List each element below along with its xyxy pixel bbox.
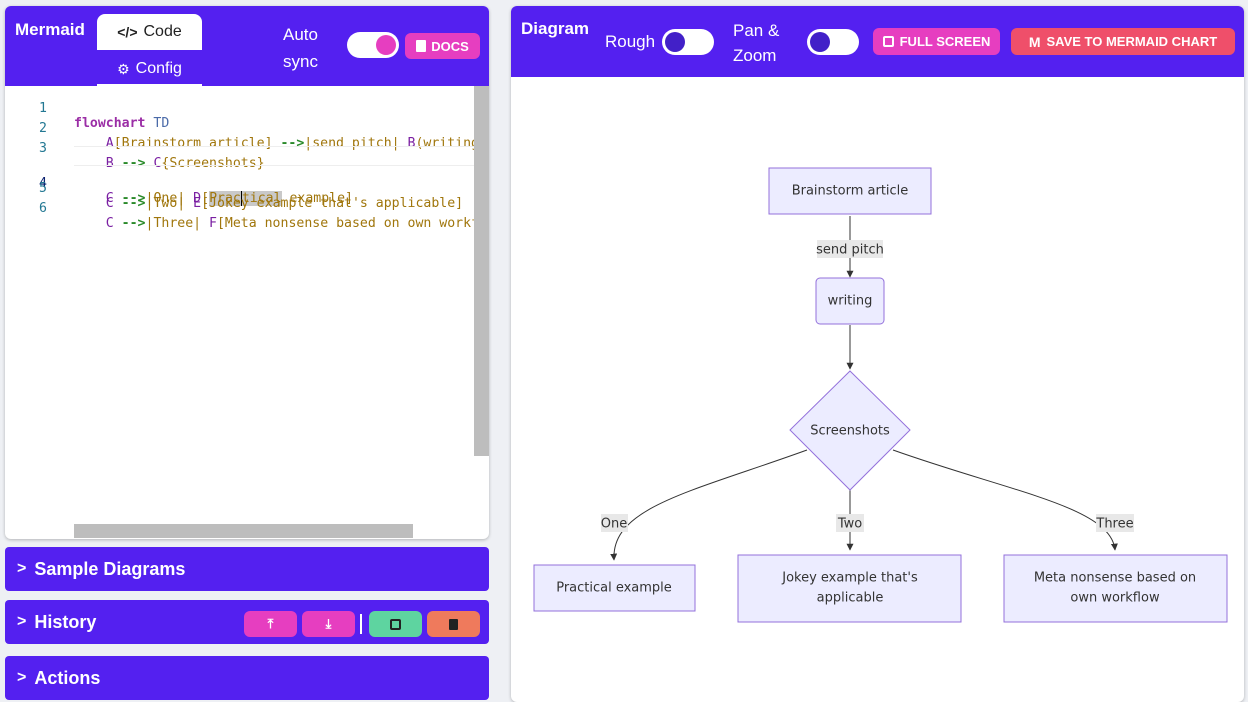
code-editor[interactable]: 1 flowchart TD 2 A[Brainstorm article] -… [5, 86, 489, 539]
rough-label: Rough [605, 32, 656, 51]
code-text: C -->|Three| F[Meta nonsense based on ow… [105, 216, 487, 231]
editor-header: Mermaid </> Code ⚙ Config Auto sync DOCS [5, 6, 489, 86]
tab-config-label: Config [135, 60, 182, 77]
edge-c-d [610, 449, 808, 561]
vertical-scrollbar[interactable] [474, 86, 489, 456]
edge-label-send-pitch: send pitch [816, 240, 884, 258]
trash-icon [449, 618, 458, 630]
code-line: 2 A[Brainstorm article] -->|send pitch| … [5, 106, 489, 151]
upload-button[interactable]: ⤒ [244, 611, 297, 637]
gears-icon: ⚙ [117, 60, 130, 77]
edge-label-text: Three [1095, 517, 1133, 532]
docs-button[interactable]: DOCS [405, 33, 480, 59]
edge-label-one: One [601, 514, 628, 532]
flowchart-diagram[interactable]: send pitch One Two Three Brainstorm arti… [511, 77, 1244, 702]
upload-icon: ⤒ [267, 616, 274, 631]
save-button[interactable] [369, 611, 422, 637]
code-line: 1 flowchart TD [5, 86, 489, 131]
app-title: Mermaid [15, 20, 85, 39]
code-text: C -->|Two| E[Jokey example that's applic… [105, 196, 464, 211]
save-to-mermaid-chart-button[interactable]: M SAVE TO MERMAID CHART [1011, 28, 1235, 55]
editor-card: Mermaid </> Code ⚙ Config Auto sync DOCS… [5, 6, 489, 539]
horizontal-scrollbar[interactable] [74, 524, 413, 538]
edge-c-f [892, 449, 1118, 551]
tab-code[interactable]: </> Code [97, 14, 202, 50]
node-label-line2: applicable [817, 591, 884, 606]
docs-label: DOCS [431, 38, 469, 54]
code-text: A[Brainstorm article] -->|send pitch| B(… [105, 136, 487, 151]
download-icon: ⤓ [325, 616, 332, 631]
diagram-title: Diagram [521, 19, 590, 38]
pan-zoom-label: Pan & Zoom [733, 21, 780, 65]
node-label: Brainstorm article [792, 184, 909, 199]
tab-config[interactable]: ⚙ Config [97, 54, 202, 86]
node-brainstorm-article[interactable]: Brainstorm article [768, 167, 932, 215]
line-number: 5 [39, 181, 47, 196]
toggle-knob [665, 32, 685, 52]
book-icon [416, 40, 427, 52]
code-line: 6 C -->|Three| F[Meta nonsense based on … [5, 186, 489, 231]
node-label: Screenshots [810, 424, 890, 439]
code-text: B --> C{Screenshots} [105, 156, 265, 171]
autosync-label: Auto sync [283, 25, 318, 71]
line-number: 4 [39, 176, 47, 191]
code-text: flowchart TD [74, 116, 170, 131]
chevron-right-icon: > [17, 560, 27, 577]
full-screen-label: FULL SCREEN [899, 34, 991, 49]
autosync-toggle[interactable] [347, 32, 399, 58]
download-button[interactable]: ⤓ [302, 611, 355, 637]
chevron-right-icon: > [17, 613, 27, 630]
sample-diagrams-label: Sample Diagrams [34, 558, 186, 579]
toggle-knob [810, 32, 830, 52]
node-meta-nonsense[interactable]: Meta nonsense based on own workflow [1003, 554, 1228, 623]
full-screen-button[interactable]: FULL SCREEN [873, 28, 1000, 55]
delete-button[interactable] [427, 611, 480, 637]
node-label: Practical example [556, 581, 672, 596]
line-number: 1 [39, 101, 47, 116]
current-line-highlight [74, 146, 489, 166]
external-link-icon [882, 36, 894, 47]
edge-label-two: Two [836, 514, 864, 532]
rough-toggle[interactable] [662, 29, 714, 55]
edge-label-text: One [601, 517, 627, 532]
toggle-knob [376, 35, 396, 55]
edge-label-text: send pitch [816, 243, 884, 258]
line-number: 6 [39, 201, 47, 216]
save-icon [390, 618, 401, 630]
node-writing[interactable]: writing [815, 277, 885, 325]
history-label: History [34, 611, 97, 632]
code-line-active: 4 C -->|One| D[Practical example] [5, 146, 489, 206]
line-number: 2 [39, 121, 47, 136]
code-text: C -->|One| D[Practical example] [105, 191, 353, 206]
node-jokey-example[interactable]: Jokey example that's applicable [737, 554, 962, 623]
node-practical-example[interactable]: Practical example [533, 564, 696, 612]
mermaid-logo-icon: M [1028, 33, 1041, 50]
code-line: 3 B --> C{Screenshots} [5, 126, 489, 171]
pan-zoom-toggle[interactable] [807, 29, 859, 55]
line-number: 3 [39, 141, 47, 156]
save-to-mermaid-chart-label: SAVE TO MERMAID CHART [1046, 34, 1218, 49]
code-icon: </> [117, 24, 138, 40]
diagram-panel: Diagram Rough Pan & Zoom FULL SCREEN M S… [511, 6, 1244, 702]
node-label: writing [828, 294, 873, 309]
diagram-header: Diagram Rough Pan & Zoom FULL SCREEN M S… [511, 6, 1244, 77]
node-label-line1: Jokey example that's [781, 571, 918, 586]
node-label-line1: Meta nonsense based on [1034, 571, 1196, 586]
code-line: 5 C -->|Two| E[Jokey example that's appl… [5, 166, 489, 211]
history-panel[interactable]: > History ⤒ ⤓ [5, 600, 489, 644]
chevron-right-icon: > [17, 669, 27, 686]
edge-label-three: Three [1095, 514, 1134, 532]
node-screenshots[interactable]: Screenshots [789, 370, 911, 491]
node-label-line2: own workflow [1070, 591, 1160, 606]
actions-label: Actions [34, 667, 101, 688]
sample-diagrams-panel[interactable]: > Sample Diagrams [5, 547, 489, 591]
divider [360, 614, 362, 634]
edge-label-text: Two [837, 517, 862, 532]
tab-code-label: Code [143, 23, 182, 40]
actions-panel[interactable]: > Actions [5, 656, 489, 700]
